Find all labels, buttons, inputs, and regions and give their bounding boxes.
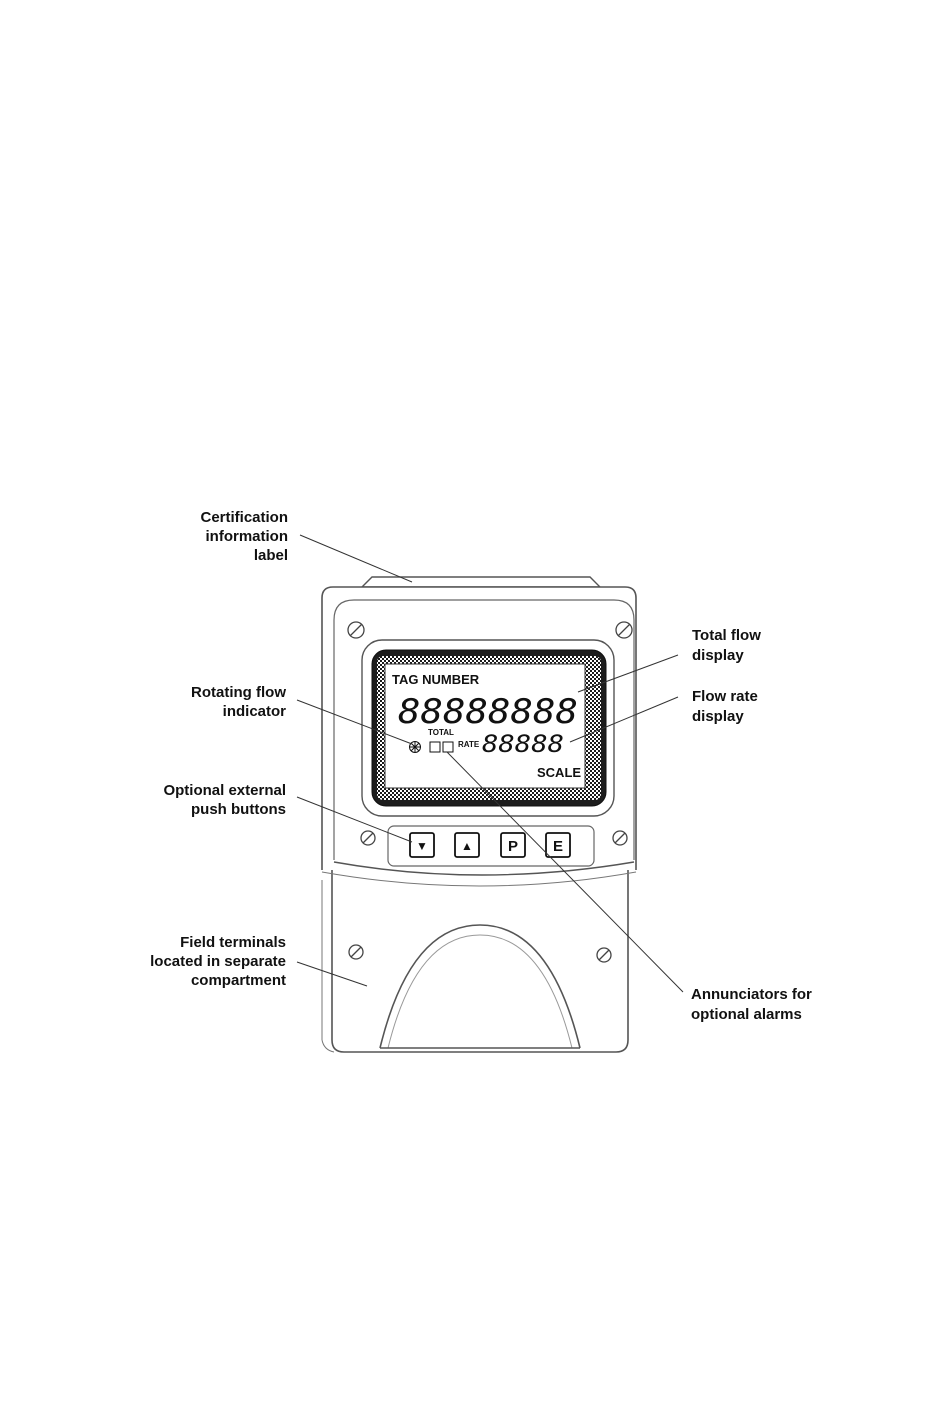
total-label: TOTAL <box>428 728 454 737</box>
callout-annunciators: Annunciators for optional alarms <box>691 986 812 1023</box>
callout-text: Rotating flow <box>191 684 286 701</box>
callout-text: optional alarms <box>691 1006 802 1023</box>
total-flow-digits: 88888888 <box>398 692 578 732</box>
callout-flow-rate: Flow rate display <box>692 688 758 725</box>
callout-text: Annunciators for <box>691 986 812 1003</box>
scale-label: SCALE <box>537 765 581 780</box>
screw-icon <box>348 622 364 638</box>
up-button[interactable]: ▲ <box>455 833 479 857</box>
callout-field-terminals: Field terminals located in separate comp… <box>150 934 286 989</box>
callout-text: Total flow <box>692 627 761 644</box>
certification-label <box>362 577 600 587</box>
down-button[interactable]: ▼ <box>410 833 434 857</box>
screw-icon <box>361 831 375 845</box>
callout-certification: Certification information label <box>200 509 288 564</box>
callout-text: label <box>254 547 288 564</box>
callout-text: located in separate <box>150 953 286 970</box>
callout-text: Flow rate <box>692 688 758 705</box>
e-button-label: E <box>553 838 563 855</box>
e-button[interactable]: E <box>546 833 570 857</box>
callout-text: display <box>692 708 744 725</box>
callout-text: indicator <box>223 703 287 720</box>
callout-text: push buttons <box>191 801 286 818</box>
callout-text: information <box>206 528 289 545</box>
screw-icon <box>613 831 627 845</box>
callout-rotating-flow: Rotating flow indicator <box>191 684 286 720</box>
callout-text: Field terminals <box>180 934 286 951</box>
screw-icon <box>616 622 632 638</box>
callout-text: compartment <box>191 972 286 989</box>
down-arrow-icon: ▼ <box>416 839 428 853</box>
rate-label: RATE <box>458 740 480 749</box>
tag-number: TAG NUMBER <box>392 672 480 687</box>
callout-total-flow: Total flow display <box>692 627 761 664</box>
p-button-label: P <box>508 838 518 855</box>
flow-rate-digits: 88888 <box>482 730 564 758</box>
callout-text: Optional external <box>163 782 286 799</box>
up-arrow-icon: ▲ <box>461 839 473 853</box>
terminal-compartment <box>322 862 628 1052</box>
callout-text: display <box>692 647 744 664</box>
callout-push-buttons: Optional external push buttons <box>163 782 286 818</box>
screw-icon <box>349 945 363 959</box>
callout-text: Certification <box>200 509 288 526</box>
p-button[interactable]: P <box>501 833 525 857</box>
screw-icon <box>597 948 611 962</box>
leader-line-certification <box>300 535 412 582</box>
